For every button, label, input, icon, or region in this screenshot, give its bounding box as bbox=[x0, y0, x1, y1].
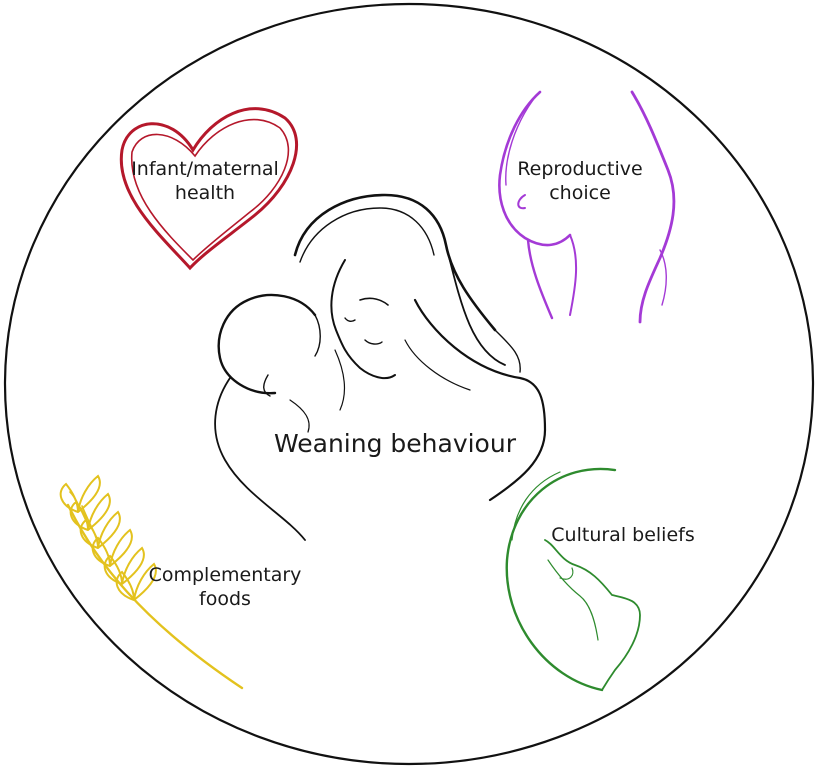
center-label-weaning-behaviour: Weaning behaviour bbox=[270, 428, 520, 459]
label-line: foods bbox=[199, 587, 251, 610]
heart-icon bbox=[119, 107, 299, 271]
center-label-text: Weaning behaviour bbox=[274, 429, 516, 458]
label-reproductive-choice: Reproductive choice bbox=[500, 158, 660, 206]
label-line: Complementary bbox=[148, 564, 302, 586]
label-line: choice bbox=[549, 181, 611, 204]
globe-icon bbox=[505, 467, 641, 692]
label-line: Reproductive bbox=[517, 158, 643, 180]
outer-circle bbox=[3, 2, 815, 766]
pregnant-silhouette-icon bbox=[498, 90, 676, 324]
wheat-grains bbox=[59, 474, 157, 601]
label-line: Infant/maternal bbox=[131, 158, 279, 180]
label-infant-maternal-health: Infant/maternal health bbox=[122, 158, 288, 206]
label-line: Cultural beliefs bbox=[551, 524, 695, 546]
label-complementary-foods: Complementary foods bbox=[142, 564, 308, 612]
wheat-icon bbox=[59, 474, 244, 690]
mother-baby-illustration bbox=[214, 193, 547, 541]
label-cultural-beliefs: Cultural beliefs bbox=[548, 524, 698, 548]
label-line: health bbox=[174, 181, 236, 204]
